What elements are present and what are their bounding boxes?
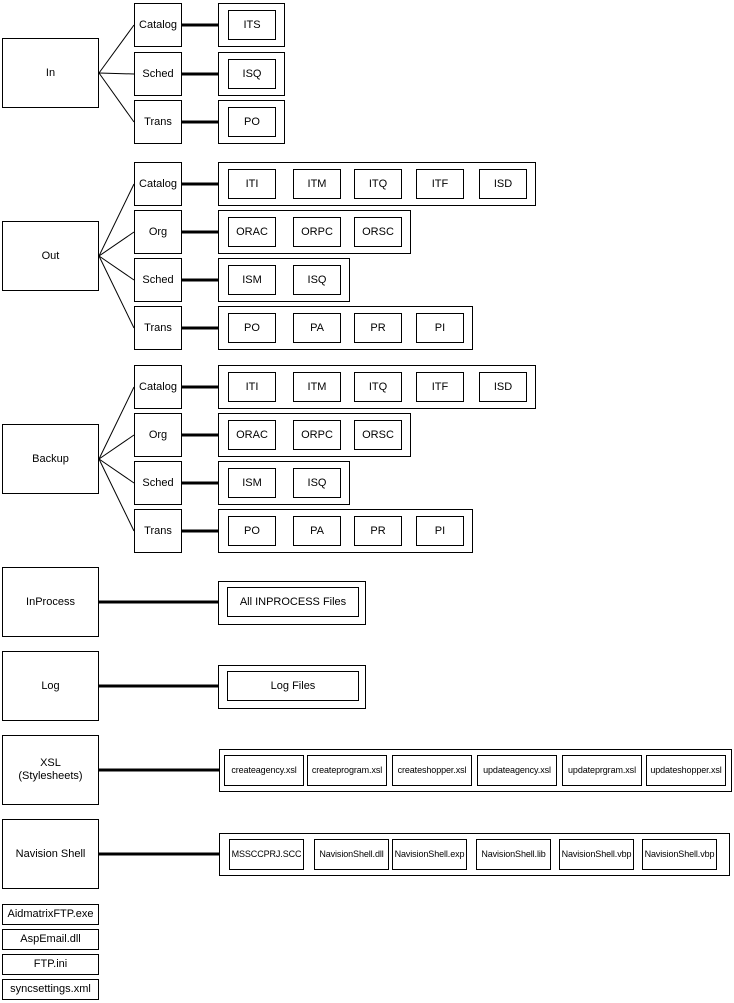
group-in-catalog: Catalog [134,3,182,47]
file-out-trans-pr: PR [354,313,402,343]
file-backup-org-orsc: ORSC [354,420,402,450]
file-navision-navisionshell-lib: NavisionShell.lib [476,839,551,870]
file-log-log-files: Log Files [227,671,359,701]
group-backup-trans: Trans [134,509,182,553]
file-in-sched-isq: ISQ [228,59,276,89]
folder-backup: Backup [2,424,99,494]
connector-in-trans [98,72,135,123]
file-out-catalog-itm: ITM [293,169,341,199]
folder-navision: Navision Shell [2,819,99,889]
file-out-org-orpc: ORPC [293,217,341,247]
file-xsl-updateshopper-xsl: updateshopper.xsl [646,755,726,786]
file-backup-catalog-itm: ITM [293,372,341,402]
file-out-catalog-itf: ITF [416,169,464,199]
file-out-sched-isq: ISQ [293,265,341,295]
file-in-catalog-its: ITS [228,10,276,40]
file-backup-org-orpc: ORPC [293,420,341,450]
file-out-trans-pa: PA [293,313,341,343]
group-out-sched: Sched [134,258,182,302]
connector-out-trans [98,255,135,329]
group-out-catalog: Catalog [134,162,182,206]
connector-out-catalog [98,183,135,257]
connector-backup-catalog [98,386,135,460]
root-file-aspemail-dll: AspEmail.dll [2,929,99,950]
file-navision-navisionshell-exp: NavisionShell.exp [392,839,467,870]
connector-backup-org [98,434,135,460]
file-backup-trans-po: PO [228,516,276,546]
file-backup-sched-ism: ISM [228,468,276,498]
file-out-catalog-iti: ITI [228,169,276,199]
file-out-org-orac: ORAC [228,217,276,247]
connector-out-org [98,231,135,257]
file-backup-trans-pi: PI [416,516,464,546]
connector-backup-sched [98,458,135,484]
file-backup-catalog-itf: ITF [416,372,464,402]
file-inprocess-all-inprocess-files: All INPROCESS Files [227,587,359,617]
file-backup-sched-isq: ISQ [293,468,341,498]
file-navision-navisionshell-dll: NavisionShell.dll [314,839,389,870]
file-backup-trans-pa: PA [293,516,341,546]
file-backup-trans-pr: PR [354,516,402,546]
folder-in: In [2,38,99,108]
file-out-catalog-isd: ISD [479,169,527,199]
group-out-org: Org [134,210,182,254]
folder-out: Out [2,221,99,291]
file-xsl-createagency-xsl: createagency.xsl [224,755,304,786]
file-xsl-createshopper-xsl: createshopper.xsl [392,755,472,786]
file-out-sched-ism: ISM [228,265,276,295]
file-out-trans-pi: PI [416,313,464,343]
file-backup-org-orac: ORAC [228,420,276,450]
file-out-org-orsc: ORSC [354,217,402,247]
folder-log: Log [2,651,99,721]
connector-out-sched [98,255,135,281]
group-in-sched: Sched [134,52,182,96]
group-backup-sched: Sched [134,461,182,505]
group-out-trans: Trans [134,306,182,350]
file-backup-catalog-itq: ITQ [354,372,402,402]
group-backup-org: Org [134,413,182,457]
file-navision-mssccprj-scc: MSSCCPRJ.SCC [229,839,304,870]
root-file-ftp-ini: FTP.ini [2,954,99,975]
group-in-trans: Trans [134,100,182,144]
connector-in-catalog [98,24,135,74]
root-file-aidmatrixftp-exe: AidmatrixFTP.exe [2,904,99,925]
file-backup-catalog-isd: ISD [479,372,527,402]
folder-xsl: XSL (Stylesheets) [2,735,99,805]
connector-backup-trans [98,458,135,532]
file-xsl-updateagency-xsl: updateagency.xsl [477,755,557,786]
group-backup-catalog: Catalog [134,365,182,409]
file-backup-catalog-iti: ITI [228,372,276,402]
root-file-syncsettings-xml: syncsettings.xml [2,979,99,1000]
file-out-catalog-itq: ITQ [354,169,402,199]
file-navision-navisionshell-vbp: NavisionShell.vbp [642,839,717,870]
file-xsl-updateprgram-xsl: updateprgram.xsl [562,755,642,786]
file-in-trans-po: PO [228,107,276,137]
file-navision-navisionshell-vbp: NavisionShell.vbp [559,839,634,870]
file-xsl-createprogram-xsl: createprogram.xsl [307,755,387,786]
file-out-trans-po: PO [228,313,276,343]
connector-in-sched [98,72,135,75]
folder-inprocess: InProcess [2,567,99,637]
